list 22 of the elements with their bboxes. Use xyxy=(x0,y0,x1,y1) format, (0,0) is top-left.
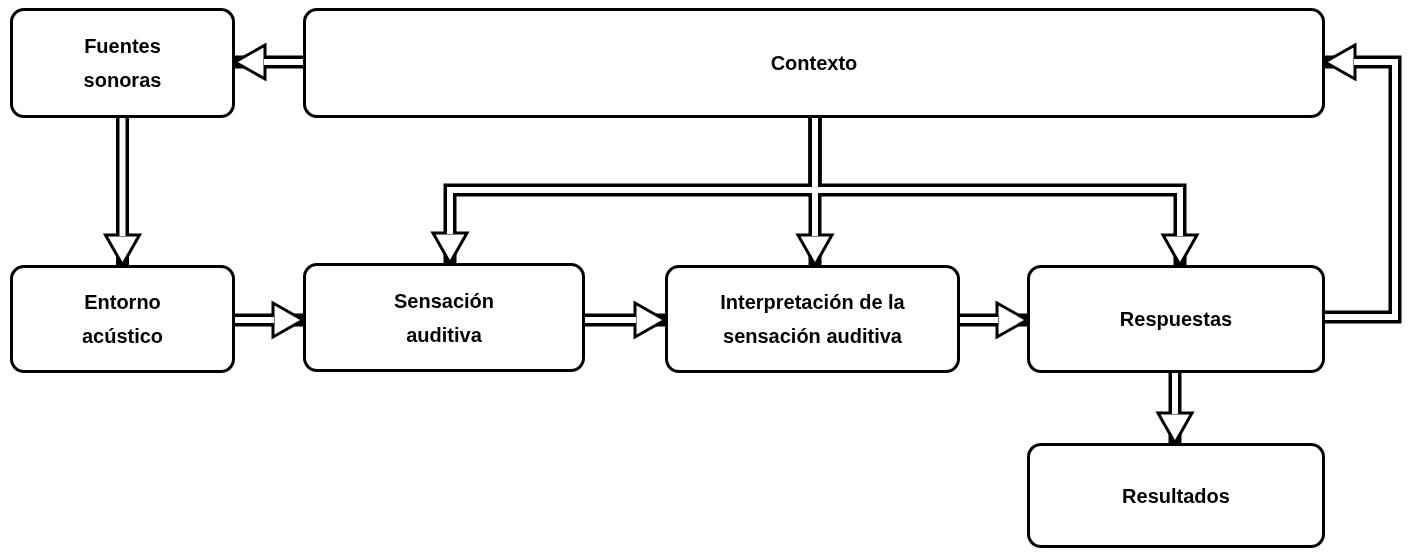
box-label: Sensación auditiva xyxy=(392,288,495,348)
process-box xyxy=(1027,443,1325,548)
process-box xyxy=(303,263,585,372)
process-box xyxy=(10,8,235,118)
hollow-arrow xyxy=(960,301,1029,339)
box-label: Contexto xyxy=(770,51,858,76)
process-box xyxy=(1027,265,1325,373)
process-box xyxy=(10,265,235,373)
hollow-arrow xyxy=(104,118,141,267)
hollow-arrow xyxy=(808,118,1199,267)
process-box xyxy=(303,8,1325,118)
box-label: Entorno acústico xyxy=(80,290,165,349)
hollow-arrow xyxy=(1323,43,1402,324)
process-box xyxy=(665,265,960,373)
hollow-arrow xyxy=(585,301,667,339)
box-label: Fuentes sonoras xyxy=(82,34,163,93)
box-label: Respuestas xyxy=(1119,307,1233,332)
hollow-arrow xyxy=(233,43,303,81)
box-label: Interpretación de la sensación auditiva xyxy=(719,290,906,349)
hollow-arrow xyxy=(1156,373,1194,445)
hollow-arrow xyxy=(235,301,305,339)
box-label: Resultados xyxy=(1122,483,1230,509)
